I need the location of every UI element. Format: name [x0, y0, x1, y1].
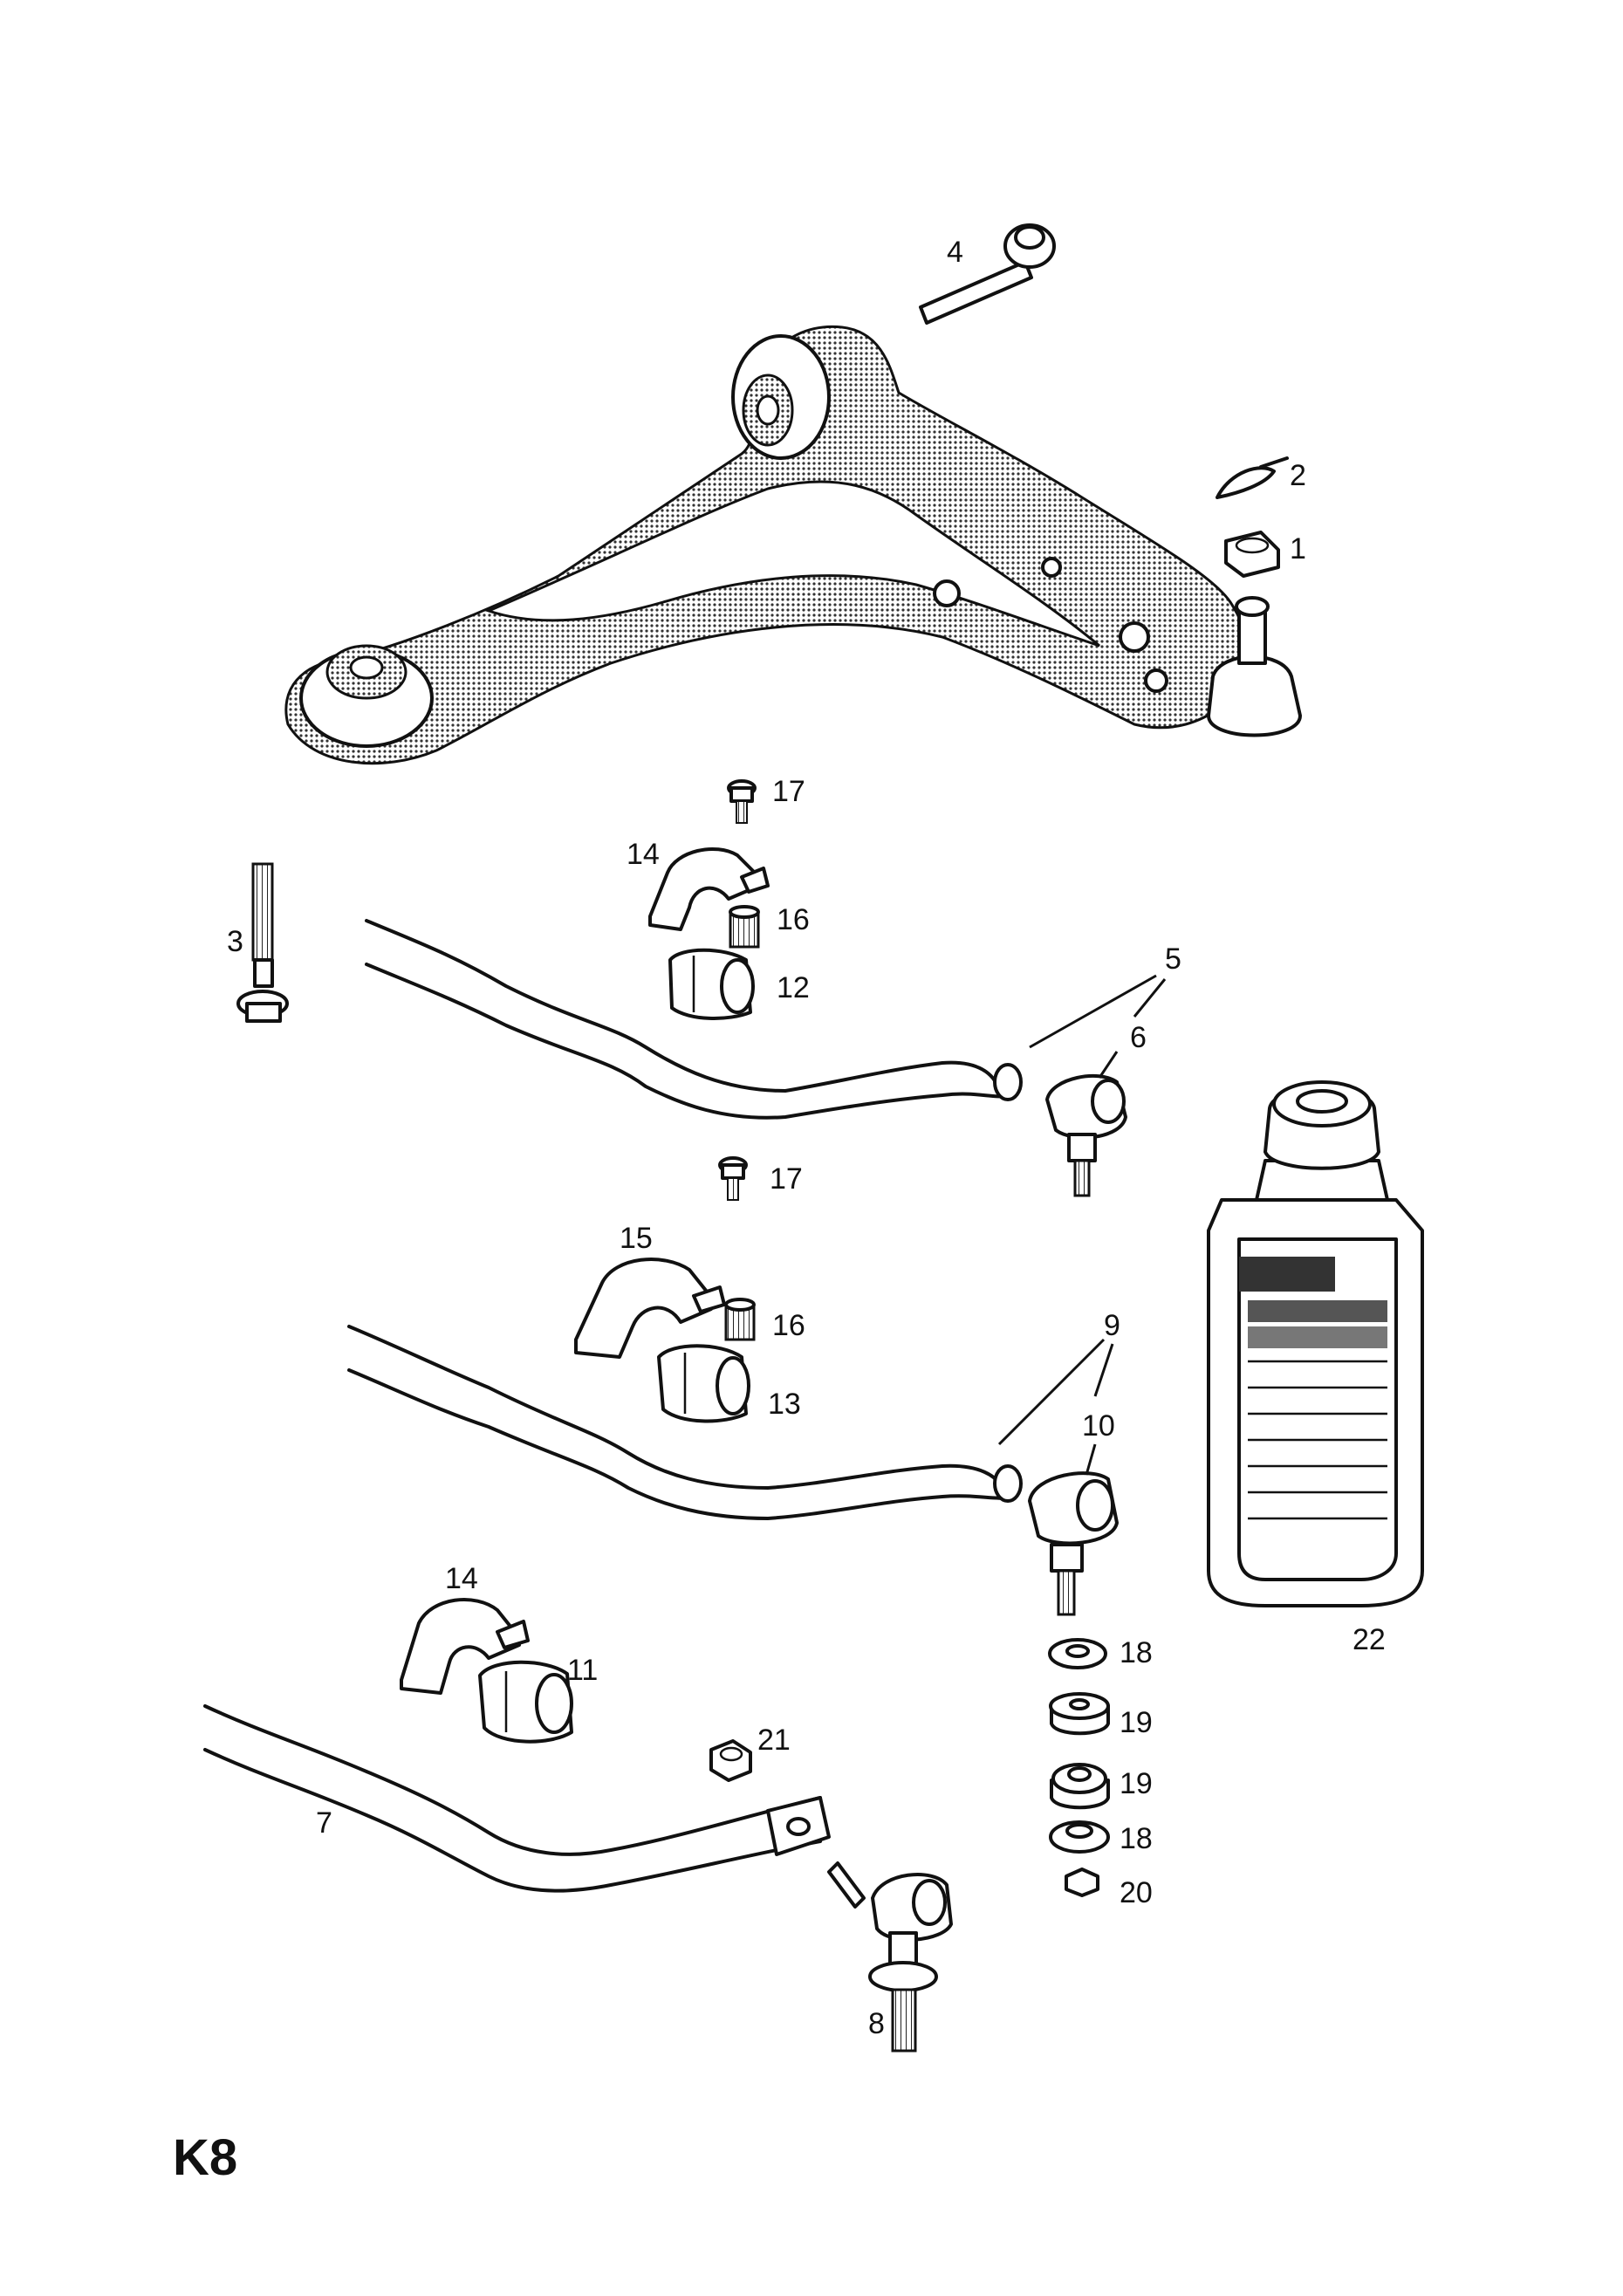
washer-18-upper [1048, 1638, 1107, 1669]
insert-16-middle [724, 1298, 756, 1341]
nut-20 [1065, 1868, 1099, 1897]
callout-18-lower: 18 [1120, 1822, 1153, 1855]
bush-19-lower [1050, 1763, 1110, 1810]
callout-14-lower: 14 [445, 1562, 478, 1595]
callout-12: 12 [777, 971, 810, 1004]
callout-18-upper: 18 [1120, 1636, 1153, 1669]
callout-labels: 1 2 3 4 5 6 7 8 9 10 11 12 13 14 14 15 1… [227, 236, 1386, 2040]
ball-joint [1207, 596, 1302, 737]
page-code: K8 [173, 2129, 237, 2186]
callout-4: 4 [947, 236, 963, 269]
bush-11 [478, 1660, 573, 1744]
bolt-3 [236, 862, 289, 1023]
callout-19-lower: 19 [1120, 1767, 1153, 1800]
control-arm [284, 325, 1302, 765]
callout-9: 9 [1104, 1309, 1120, 1342]
clamp-14-upper [648, 847, 770, 931]
callout-17-middle: 17 [770, 1162, 803, 1196]
callout-20: 20 [1120, 1876, 1153, 1909]
callout-22: 22 [1352, 1623, 1386, 1656]
clamp-14-lower [400, 1598, 530, 1695]
callout-5: 5 [1165, 942, 1181, 976]
washer-18-lower [1049, 1820, 1110, 1854]
callout-7: 7 [316, 1806, 332, 1840]
split-pin-2 [1216, 456, 1289, 499]
callout-6: 6 [1130, 1021, 1147, 1054]
bush-19-upper [1049, 1692, 1110, 1736]
insert-16-upper [729, 905, 760, 949]
callout-10: 10 [1082, 1409, 1115, 1443]
bolt-4 [919, 223, 1056, 325]
link-6 [1045, 1074, 1127, 1197]
callout-3: 3 [227, 925, 243, 958]
callout-2: 2 [1290, 459, 1306, 492]
callout-17-upper: 17 [772, 775, 805, 808]
stabiliser-bar-5 [365, 919, 1023, 1120]
link-8 [827, 1861, 953, 2053]
stabiliser-bar-7 [203, 1704, 831, 1893]
callout-16-upper: 16 [777, 903, 810, 936]
callout-11: 11 [567, 1654, 598, 1687]
clamp-15 [574, 1258, 726, 1359]
callout-21: 21 [757, 1724, 791, 1757]
bolt-17-upper [727, 779, 757, 824]
callout-19-upper: 19 [1120, 1706, 1153, 1739]
link-10 [1028, 1471, 1119, 1616]
callout-8: 8 [868, 2007, 885, 2040]
callout-13: 13 [768, 1388, 801, 1421]
nut-21 [709, 1739, 752, 1782]
front-bushing [731, 334, 831, 460]
bolt-17-middle [718, 1156, 748, 1201]
bush-12 [668, 948, 755, 1020]
callout-1: 1 [1290, 532, 1306, 565]
castle-nut-1 [1224, 531, 1280, 578]
callout-15: 15 [620, 1222, 653, 1255]
stabiliser-bar-9 [347, 1325, 1023, 1520]
callout-16-middle: 16 [772, 1309, 805, 1342]
leader-lines [997, 974, 1167, 1476]
fluid-bottle-22 [1207, 1080, 1424, 1607]
bush-13 [657, 1344, 750, 1423]
rear-bushing [299, 644, 434, 748]
callout-14-upper: 14 [627, 838, 660, 871]
